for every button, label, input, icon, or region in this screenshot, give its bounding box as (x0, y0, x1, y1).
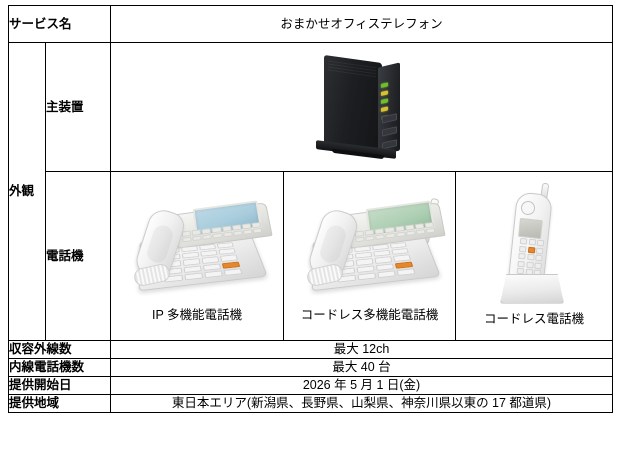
keypad-key (220, 254, 239, 262)
keypad-key (201, 256, 220, 264)
cordless-phone-caption: コードレス電話機 (484, 311, 585, 326)
function-key (374, 228, 384, 235)
ip-multifunction-phone-cell: IP 多機能電話機 (110, 171, 285, 341)
function-key (404, 224, 414, 231)
keypad-key (525, 260, 534, 268)
keypad-key (517, 260, 525, 267)
cordless-phone-cell: コードレス電話機 (455, 171, 614, 341)
ip-phone-illustration (116, 182, 278, 307)
table-row-service-name: サービス名 おまかせオフィステレフォン (7, 5, 614, 43)
function-key (181, 230, 192, 237)
keypad-key (183, 265, 202, 273)
service-name-label: サービス名 (7, 5, 112, 43)
start-date-label: 提供開始日 (7, 375, 112, 395)
service-spec-table: サービス名 おまかせオフィステレフォン 外観 主装置 (7, 5, 614, 413)
function-key (221, 225, 232, 232)
function-key (364, 229, 374, 236)
ip-multifunction-phone-caption: IP 多機能電話機 (151, 308, 243, 323)
outside-lines-value: 最大 12ch (110, 340, 614, 359)
function-key (241, 223, 252, 230)
keypad-key (373, 256, 392, 264)
function-key (191, 229, 202, 236)
main-unit-body (323, 54, 382, 152)
cordless-multifunction-phone-caption: コードレス多機能電話機 (300, 308, 439, 323)
keypad-key-accent (527, 245, 536, 253)
cordless-multifunction-phone-cell: コードレス多機能電話機 (283, 171, 457, 341)
table-row-main-unit: 外観 主装置 (8, 42, 614, 341)
telephone-label: 電話機 (44, 171, 112, 341)
keypad-key (518, 252, 526, 260)
area-value: 東日本エリア(新潟県、長野県、山梨県、神奈川県以東の 17 都道県) (110, 393, 614, 413)
start-date-value: 2026 年 5 月 1 日(金) (110, 375, 614, 395)
keypad-key (518, 244, 527, 252)
main-unit-image-cell (110, 42, 614, 172)
keypad-key (392, 254, 411, 262)
table-row-area: 提供地域 東日本エリア(新潟県、長野県、山梨県、神奈川県以東の 17 都道県) (7, 393, 614, 413)
main-unit-illustration (302, 53, 422, 161)
table-row-start-date: 提供開始日 2026 年 5 月 1 日(金) (7, 375, 614, 395)
keypad-key (534, 261, 542, 269)
extensions-label: 内線電話機数 (7, 357, 112, 377)
keypad-key (182, 258, 201, 266)
function-key (394, 225, 404, 232)
keypad-key (519, 237, 528, 245)
handset-lcd-screen (518, 217, 543, 239)
function-key (251, 222, 262, 228)
keypad-key (535, 246, 544, 254)
cordless-phone-image (456, 179, 612, 311)
area-label: 提供地域 (7, 393, 112, 413)
appearance-label: 外観 (8, 42, 46, 341)
outside-lines-label: 収容外線数 (7, 340, 112, 359)
keypad-key (528, 238, 536, 246)
function-key (384, 226, 394, 233)
keypad-key (536, 239, 545, 246)
cordless-phone-illustration (474, 179, 594, 311)
table-row-telephones: 電話機 (9, 171, 614, 341)
keypad-key (526, 253, 535, 261)
keypad-key (356, 265, 375, 273)
status-led-amber (380, 106, 388, 113)
keypad-key (355, 258, 374, 266)
keypad-key (535, 254, 543, 262)
extensions-value: 最大 40 台 (110, 357, 614, 377)
function-key (211, 226, 222, 233)
ip-multifunction-phone-image (111, 182, 283, 307)
charging-cradle (500, 273, 565, 304)
keypad-key-accent (394, 261, 413, 269)
function-key (231, 224, 242, 231)
keypad-key (375, 263, 394, 271)
keypad-key (516, 267, 525, 275)
function-key (413, 223, 424, 230)
main-unit-image (111, 53, 612, 161)
table-row-extensions: 内線電話機数 最大 40 台 (7, 357, 614, 377)
function-key (201, 228, 212, 235)
port-slot (381, 126, 397, 137)
main-unit-port-group (381, 113, 397, 150)
function-key (423, 222, 434, 228)
keypad-key (202, 263, 222, 271)
status-led-green (380, 98, 388, 105)
service-name-value: おまかせオフィステレフォン (110, 5, 614, 43)
cordless-multifunction-phone-illustration (289, 182, 451, 307)
cordless-multifunction-phone-image (284, 182, 455, 307)
main-unit-label: 主装置 (44, 42, 112, 172)
table-row-outside-lines: 収容外線数 最大 12ch (7, 340, 614, 359)
keypad-key-accent (221, 261, 241, 269)
status-led-green (380, 82, 388, 89)
status-led-amber (380, 90, 388, 97)
